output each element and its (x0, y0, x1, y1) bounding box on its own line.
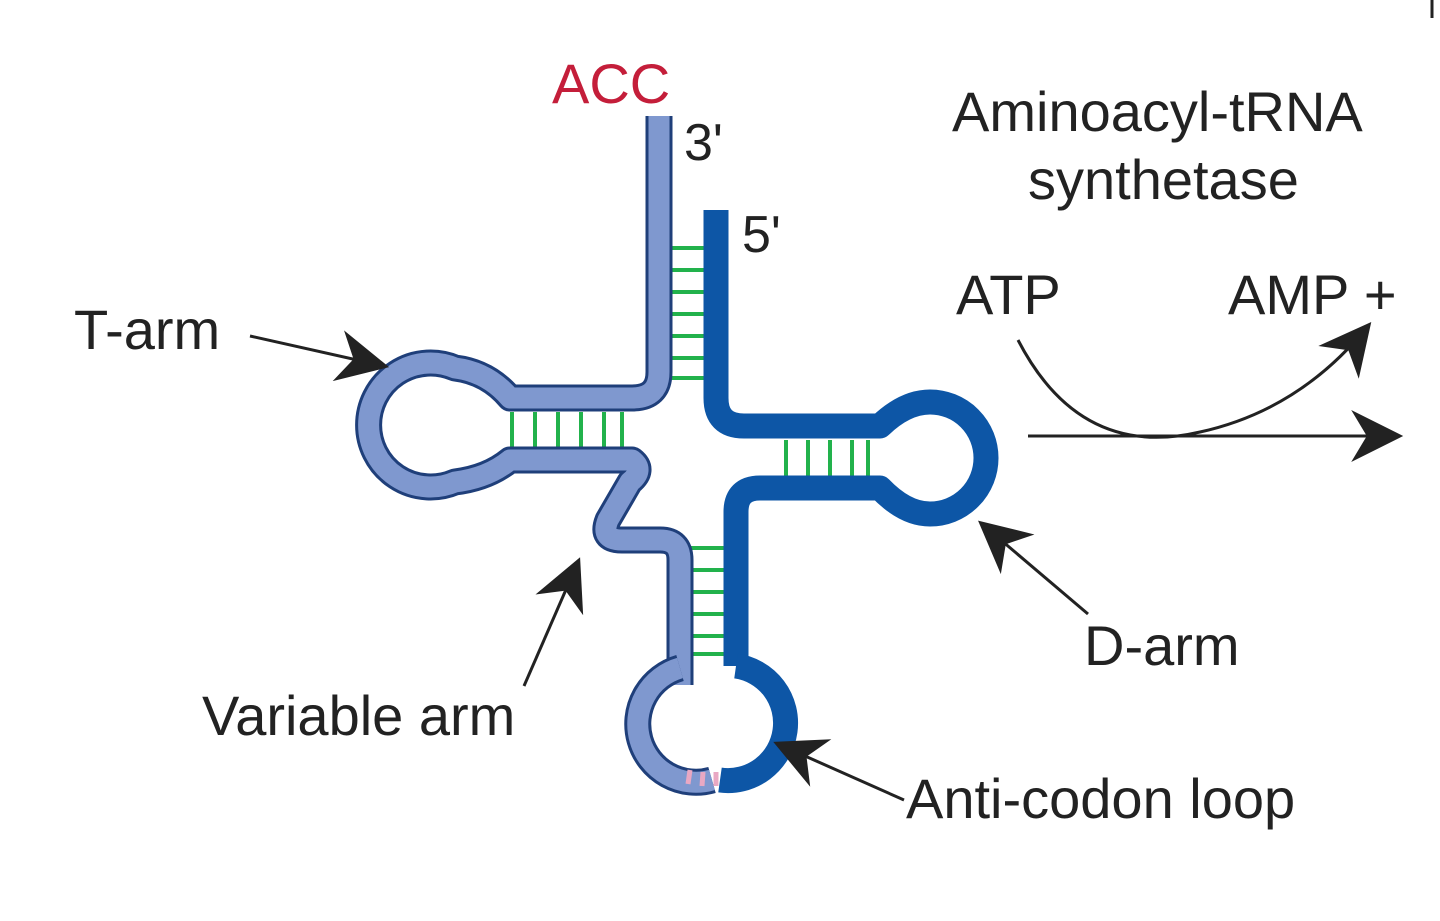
anticodon-loop-label: Anti-codon loop (906, 767, 1295, 830)
variable-arm-label: Variable arm (202, 684, 515, 747)
anticodon-bases (685, 769, 719, 787)
five-prime-strand (703, 210, 999, 794)
atp-to-amp-curve-arrow (1016, 321, 1372, 439)
five-prime-label: 5' (742, 206, 781, 264)
enzyme-label-line1: Aminoacyl-tRNA (952, 80, 1363, 143)
t-arm-base-pairs (510, 412, 624, 448)
variable-arm-arrow (522, 557, 584, 687)
amp-label: AMP + (1228, 263, 1397, 326)
pointer-arrows (249, 330, 1089, 802)
t-arm-label: T-arm (74, 298, 220, 361)
atp-label: ATP (956, 263, 1061, 326)
acceptor-stem-base-pairs (670, 246, 706, 380)
d-arm-arrow (978, 520, 1089, 616)
reaction-arrows (1016, 321, 1404, 462)
t-arm-arrow (249, 330, 390, 382)
d-arm-label: D-arm (1084, 614, 1240, 677)
anticodon-stem-base-pairs (690, 546, 726, 656)
three-prime-strand (355, 116, 716, 796)
anticodon-loop-arrow (773, 739, 905, 802)
d-arm-base-pairs (784, 440, 870, 476)
three-prime-label: 3' (684, 114, 723, 172)
acc-label: ACC (552, 52, 670, 115)
enzyme-label-line2: synthetase (1028, 148, 1299, 211)
